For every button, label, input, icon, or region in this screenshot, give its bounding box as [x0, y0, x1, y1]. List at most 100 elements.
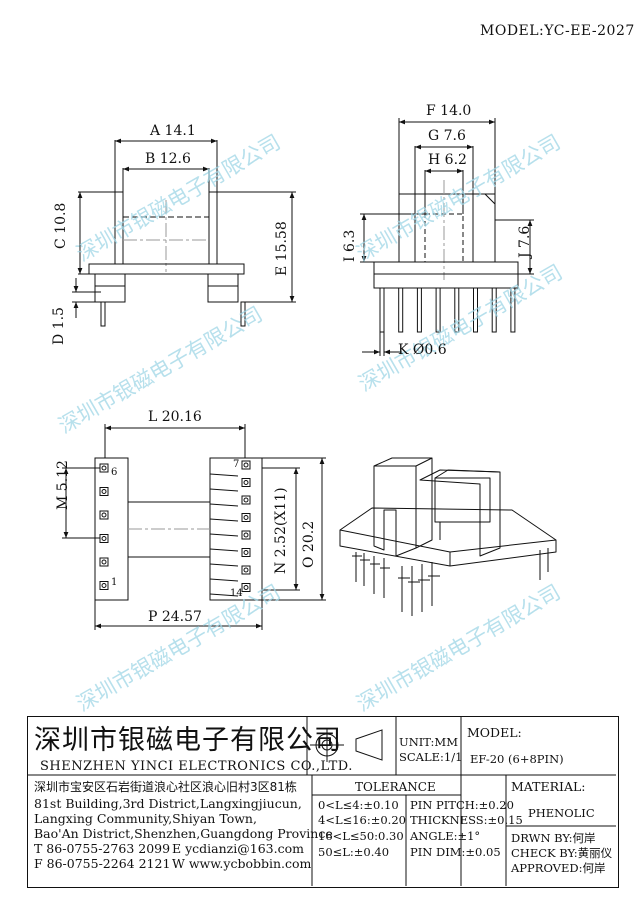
angle: ANGLE:±1°: [410, 829, 481, 843]
tolerance-3: 16<L≤50:0.30: [318, 829, 404, 843]
bottom-pin: [243, 462, 249, 468]
dim-f-label: F 14.0: [426, 103, 472, 119]
side-pin: [454, 287, 460, 333]
bottom-pin: [243, 567, 249, 573]
bottom-pin-pad: [241, 495, 251, 505]
company-name-en: SHENZHEN YINCI ELECTRONICS CO.,LTD.: [40, 759, 353, 774]
bottom-pin: [243, 532, 249, 538]
bottom-pin: [101, 512, 107, 518]
bottom-pin: [243, 497, 249, 503]
dim-j-label: J 7.6: [517, 225, 533, 258]
bottom-pin-pad: [241, 548, 251, 557]
bottom-pin-pad: [241, 583, 251, 592]
front-view: [72, 138, 296, 327]
pin-14-label: 14: [230, 588, 243, 599]
dim-k-label: K Ø0.6: [398, 342, 447, 358]
bottom-pin: [101, 583, 107, 588]
bottom-pin-pad: [241, 478, 251, 487]
side-view: [360, 118, 534, 356]
bottom-pin-pad: [99, 534, 109, 543]
title-block-lines: [28, 717, 616, 886]
pin-1-label: 1: [111, 577, 118, 588]
bottom-pin-pad: [99, 487, 109, 496]
bottom-pin-pad: [99, 557, 109, 567]
material-value: PHENOLIC: [528, 806, 595, 820]
side-pin: [510, 287, 516, 333]
bottom-pin-pad: [241, 530, 251, 540]
side-pin: [398, 287, 404, 333]
company-name-cn: 深圳市银磁电子有限公司: [34, 725, 342, 756]
address-en-1: 81st Building,3rd District,Langxingjiucu…: [34, 796, 302, 811]
bottom-slot-line: [209, 503, 239, 507]
bottom-slot-line: [209, 548, 239, 552]
bottom-pin: [243, 550, 249, 555]
dim-p-label: P 24.57: [148, 609, 202, 625]
scale: SCALE:1/1: [399, 750, 463, 764]
dim-h-label: H 6.2: [428, 152, 467, 168]
email: E ycdianzi@163.com: [172, 841, 304, 856]
bottom-slot-line: [209, 533, 239, 537]
title-block: [27, 716, 619, 888]
fax: F 86-0755-2264 2121: [34, 856, 171, 871]
bottom-pin: [101, 559, 107, 565]
bottom-pin: [243, 480, 249, 485]
checked-by: CHECK BY:黄丽仪: [511, 846, 613, 860]
dim-b-label: B 12.6: [145, 151, 191, 167]
bottom-slot-line: [209, 563, 239, 567]
tolerance-4: 50≤L:±0.40: [318, 845, 390, 859]
address-en-2: Langxing Community,Shiyan Town,: [34, 811, 257, 826]
tolerance-1: 0<L≤4:±0.10: [318, 798, 399, 812]
dim-a-label: A 14.1: [150, 123, 196, 139]
dim-m-label: M 5.12: [55, 460, 71, 510]
bottom-pin: [101, 536, 107, 541]
side-pin: [435, 287, 441, 333]
model-label: MODEL:: [467, 725, 522, 740]
dim-c-label: C 10.8: [53, 202, 69, 249]
bottom-slot-line: [209, 518, 239, 522]
bottom-slot-line: [209, 578, 239, 582]
pin-pitch: PIN PITCH:±0.20: [410, 798, 514, 812]
side-pin: [416, 287, 422, 333]
dim-n-label: N 2.52(X11): [273, 487, 289, 574]
dim-d-label: D 1.5: [51, 307, 67, 345]
model-number: MODEL:YC-EE-2027: [480, 23, 635, 39]
tolerance-2: 4<L≤16:±0.20: [318, 813, 406, 827]
isometric-view: [339, 457, 557, 616]
approved-by: APPROVED:何岸: [511, 861, 606, 875]
bottom-pin-pad: [99, 581, 109, 590]
tolerance-label: TOLERANCE: [355, 780, 436, 794]
bottom-pin-pad: [99, 463, 109, 473]
model-value: EF-20 (6+8PIN): [470, 752, 564, 766]
bottom-pin-pad: [241, 460, 251, 470]
material-label: MATERIAL:: [511, 779, 586, 794]
dim-e-label: E 15.58: [274, 221, 290, 276]
bottom-pin: [101, 465, 107, 471]
bottom-pin: [243, 585, 249, 590]
side-pin: [491, 287, 497, 333]
bottom-view: [62, 424, 326, 630]
dim-i-label: I 6.3: [342, 229, 358, 262]
dim-l-label: L 20.16: [148, 409, 202, 425]
dim-o-label: O 20.2: [301, 520, 317, 568]
address-cn: 深圳市宝安区石岩街道浪心社区浪心旧村3区81栋: [34, 780, 297, 794]
tel: T 86-0755-2763 2099: [34, 841, 171, 856]
pin-6-label: 6: [111, 467, 118, 478]
dim-g-label: G 7.6: [428, 128, 466, 144]
unit: UNIT:MM: [399, 735, 458, 749]
thickness: THICKNESS:±0.15: [410, 813, 523, 827]
bottom-slot-line: [209, 473, 239, 477]
bottom-pin-pad: [99, 510, 109, 520]
side-pin: [379, 287, 385, 333]
bottom-slot-line: [209, 488, 239, 492]
bottom-pin-pad: [241, 565, 251, 575]
side-pin: [473, 287, 478, 333]
bottom-pin-pad: [241, 513, 251, 522]
bottom-slot-line: [209, 593, 239, 597]
bottom-pin: [243, 515, 249, 520]
pin-dim: PIN DIM:±0.05: [410, 845, 501, 859]
drawn-by: DRWN BY:何岸: [511, 831, 596, 845]
bottom-pin: [101, 489, 107, 494]
pin-7-label: 7: [233, 459, 240, 470]
address-en-3: Bao'An District,Shenzhen,Guangdong Provi…: [34, 826, 333, 841]
